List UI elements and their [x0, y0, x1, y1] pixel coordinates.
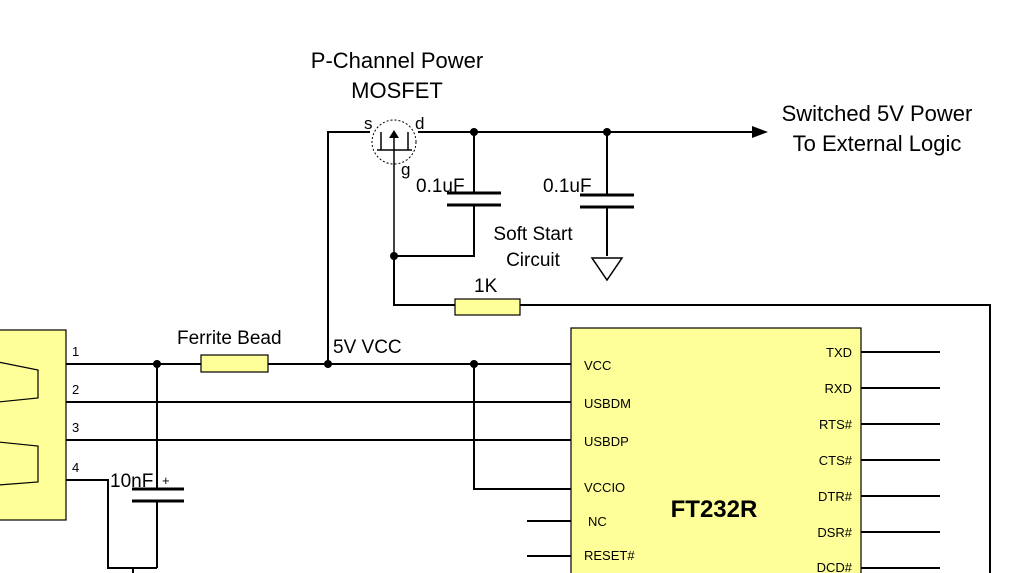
cap1-label: 0.1uF: [416, 176, 465, 197]
chip-pin-reset: RESET#: [584, 548, 635, 563]
mosfet-drain-label: d: [415, 114, 424, 133]
conn-pin-1: 1: [72, 344, 79, 359]
chip-pin-rts: RTS#: [819, 417, 853, 432]
ground-symbol: [590, 257, 624, 282]
vcc-net-label: 5V VCC: [333, 337, 402, 358]
ferrite-bead: [200, 354, 269, 373]
chip-pin-vccio: VCCIO: [584, 480, 625, 495]
capacitor-10nf: [132, 364, 184, 568]
chip-pin-usbdm: USBDM: [584, 396, 631, 411]
mosfet-gate-label: g: [401, 160, 410, 179]
output-label-1: Switched 5V Power: [782, 101, 973, 126]
chip-pin-dtr: DTR#: [818, 489, 853, 504]
resistor-label: 1K: [474, 276, 498, 297]
chip-pin-txd: TXD: [826, 345, 852, 360]
pin4-wire: [66, 479, 157, 569]
vcc-rail: [327, 131, 370, 364]
chip-pin-vcc: VCC: [584, 358, 611, 373]
ft232r-chip: [570, 327, 862, 573]
cap2-label: 0.1uF: [543, 176, 592, 197]
conn-pin-4: 4: [72, 460, 79, 475]
mosfet-source-label: s: [364, 114, 373, 133]
mosfet-title-1: P-Channel Power: [311, 48, 483, 73]
chip-pin-dsr: DSR#: [817, 525, 852, 540]
chip-pin-dcd: DCD#: [817, 560, 853, 573]
usb-connector: [0, 329, 67, 521]
p-channel-mosfet: [371, 119, 417, 256]
resistor-wire: [393, 256, 455, 306]
right-pin-stubs: [861, 351, 940, 569]
chip-name: FT232R: [671, 496, 758, 523]
output-label-2: To External Logic: [793, 131, 962, 156]
vccio-tie: [473, 364, 575, 490]
capacitor-soft-start: [394, 132, 501, 257]
chip-pin-usbdp: USBDP: [584, 434, 629, 449]
chip-pin-nc: NC: [588, 514, 607, 529]
chip-pin-cts: CTS#: [819, 453, 853, 468]
ferrite-label: Ferrite Bead: [177, 328, 282, 349]
chip-pin-rxd: RXD: [825, 381, 852, 396]
cap-10nf-plus: +: [162, 473, 170, 488]
capacitor-decoupling: [580, 132, 634, 282]
soft-start-label-2: Circuit: [506, 250, 561, 271]
soft-start-label-1: Soft Start: [493, 224, 573, 245]
resistor-1k: [454, 298, 521, 316]
mosfet-title-2: MOSFET: [351, 78, 443, 103]
cap-10nf-label: 10nF: [110, 471, 153, 492]
output-arrow: [752, 126, 768, 138]
conn-pin-2: 2: [72, 382, 79, 397]
conn-pin-3: 3: [72, 420, 79, 435]
